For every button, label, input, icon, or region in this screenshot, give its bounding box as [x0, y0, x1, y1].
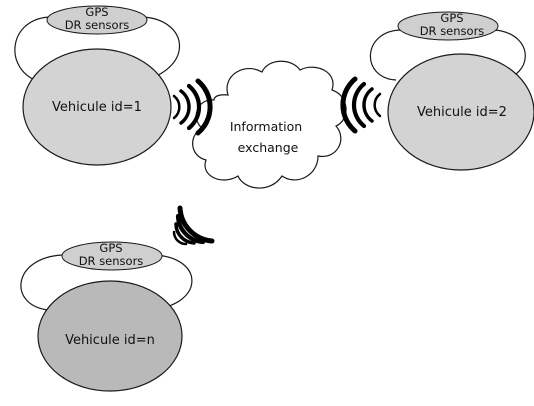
sensor-box: [397, 11, 499, 41]
sensor-gps-label: GPS: [85, 5, 108, 19]
sensor-dr-label: DR sensors: [420, 24, 485, 38]
cloud-icon: Information exchange: [192, 60, 347, 189]
sensor-gps-label: GPS: [99, 241, 122, 255]
wireless-signal-icon: [340, 76, 382, 134]
cloud-label-line2: exchange: [238, 140, 299, 155]
cloud-label-line1: Information: [230, 119, 302, 134]
vehicle-id-label: Vehicule id=2: [417, 105, 507, 120]
vehicle-node-1: GPS DR sensors Vehicule id=1: [14, 5, 180, 166]
wireless-signal-icon: [172, 205, 215, 246]
vehicle-body: [22, 48, 172, 166]
sensor-dr-label: DR sensors: [65, 18, 130, 32]
wireless-signal-icon: [172, 78, 213, 136]
vehicle-id-label: Vehicule id=n: [65, 333, 155, 348]
vehicle-body: [37, 280, 183, 392]
vehicle-id-label: Vehicule id=1: [52, 100, 142, 115]
vehicle-node-2: GPS DR sensors Vehicule id=2: [369, 11, 534, 171]
sensor-box: [61, 241, 163, 271]
sensor-box: [46, 5, 148, 35]
vehicle-node-n: GPS DR sensors Vehicule id=n: [20, 241, 193, 392]
vehicle-body: [387, 53, 534, 171]
sensor-dr-label: DR sensors: [79, 254, 144, 268]
sensor-gps-label: GPS: [440, 11, 463, 25]
